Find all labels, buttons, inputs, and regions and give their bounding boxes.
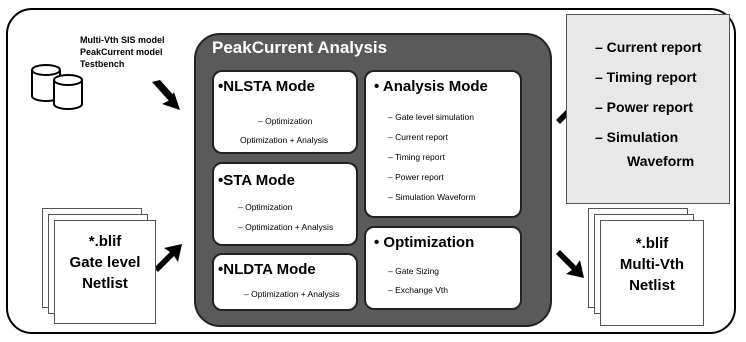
- input-netlist-page: *.blif Gate level Netlist: [54, 220, 156, 324]
- output-netlist-line: Netlist: [629, 277, 675, 294]
- input-model-line: PeakCurrent model: [80, 47, 163, 57]
- input-model-line: Multi-Vth SIS model: [80, 35, 165, 45]
- input-model-line: Testbench: [80, 59, 125, 69]
- database-icon: [31, 64, 83, 110]
- output-netlist-line: Multi-Vth: [619, 256, 685, 273]
- output-netlist-text: *.blif Multi-Vth Netlist: [601, 233, 703, 296]
- mode-item: – Gate level simulation: [388, 112, 474, 122]
- report-item: – Power report: [595, 99, 694, 115]
- analysis-mode-title: • Analysis Mode: [374, 78, 488, 95]
- report-item: – Current report: [595, 39, 702, 55]
- sta-mode-title: •STA Mode: [218, 172, 295, 189]
- input-netlist-text: *.blif Gate level Netlist: [55, 231, 155, 294]
- mode-item: – Optimization: [238, 202, 293, 212]
- nlsta-mode-title: •NLSTA Mode: [218, 78, 315, 95]
- mode-item: – Power report: [388, 172, 444, 182]
- mode-item: – Simulation Waveform: [388, 192, 476, 202]
- mode-item: – Current report: [388, 132, 448, 142]
- input-netlist-line: Gate level: [69, 254, 141, 271]
- peakcurrent-analysis-title: PeakCurrent Analysis: [212, 38, 388, 57]
- report-item: Waveform: [627, 153, 695, 169]
- arrow-icon: [154, 244, 182, 272]
- output-netlist-page: *.blif Multi-Vth Netlist: [600, 220, 704, 326]
- nlsta-mode-box: •NLSTA Mode – Optimization Optimization …: [212, 70, 358, 154]
- input-netlist-line: *.blif: [88, 233, 122, 250]
- arrow-icon: [152, 80, 180, 110]
- report-item: – Simulation: [595, 129, 679, 145]
- report-item: – Timing report: [595, 69, 697, 85]
- optimization-box: • Optimization – Gate Sizing – Exchange …: [364, 226, 522, 310]
- arrow-icon: [556, 250, 584, 278]
- nldta-mode-box: •NLDTA Mode – Optimization + Analysis: [212, 253, 358, 311]
- input-models-text: Multi-Vth SIS model PeakCurrent model Te…: [80, 34, 165, 70]
- analysis-mode-box: • Analysis Mode – Gate level simulation …: [364, 70, 522, 218]
- mode-item: – Optimization + Analysis: [244, 289, 340, 299]
- optimization-title: • Optimization: [374, 234, 475, 251]
- report-panel: – Current report – Timing report – Power…: [566, 14, 730, 204]
- mode-item: Optimization + Analysis: [240, 135, 329, 145]
- mode-item: – Gate Sizing: [388, 266, 440, 276]
- sta-mode-box: •STA Mode – Optimization – Optimization …: [212, 162, 358, 246]
- mode-item: – Exchange Vth: [388, 285, 449, 295]
- output-netlist-line: *.blif: [635, 235, 669, 252]
- mode-item: – Optimization + Analysis: [238, 222, 334, 232]
- mode-item: – Timing report: [388, 152, 445, 162]
- nldta-mode-title: •NLDTA Mode: [218, 261, 316, 278]
- input-netlist-line: Netlist: [82, 275, 128, 292]
- mode-item: – Optimization: [258, 116, 313, 126]
